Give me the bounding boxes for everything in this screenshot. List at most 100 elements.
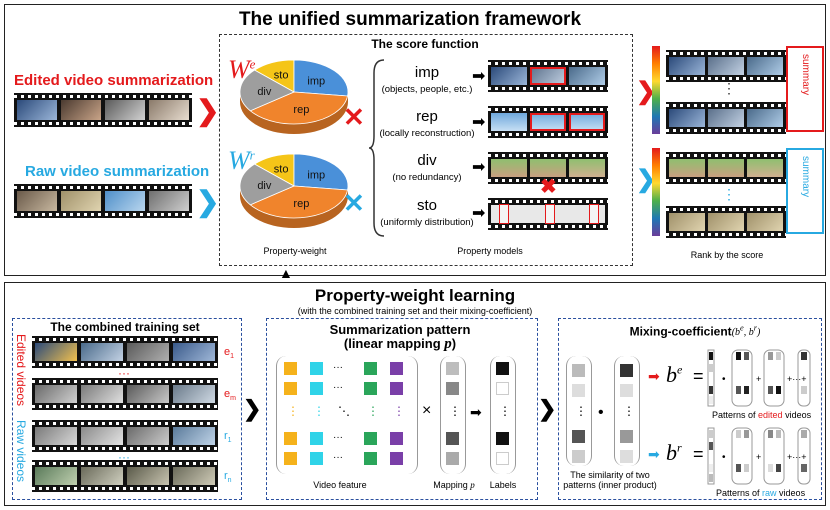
pie-label-div: div [257, 180, 272, 192]
mapping-vdots: ⋮ [449, 404, 461, 418]
feature-cell [364, 362, 377, 375]
similarity-cell [572, 450, 585, 463]
similarity-cell [620, 364, 633, 377]
edited-video-summarization-label: Edited video summarization [14, 72, 214, 89]
score-function-title: The score function [371, 37, 479, 51]
weight-raw-symbol: Wr [228, 146, 255, 175]
model-div-name: div [417, 152, 437, 169]
be-pattern-vectors: • + +···+ [707, 349, 811, 407]
ranked-edited-top-strip [666, 50, 786, 82]
feature-cell [364, 432, 377, 445]
multiply-red-icon: ✕ [343, 102, 365, 132]
arrow-rep-icon: ➡ [472, 114, 486, 131]
imp-film-strip [488, 60, 608, 92]
edited-videos-label: Edited videos [14, 334, 28, 407]
mapping-vector-bracket [440, 356, 466, 474]
pattern-title-line2: (linear mapping p) [343, 336, 457, 352]
label-cell [496, 432, 509, 445]
svg-text:•: • [722, 374, 726, 385]
mapping-cell [446, 452, 459, 465]
summary-raw-box [786, 148, 824, 234]
arrow-to-pattern-icon: ❯ [243, 396, 262, 421]
learning-title: Property-weight learning [314, 286, 516, 305]
mixing-title: Mixing-coefficient(be, br) [629, 324, 761, 339]
model-div-desc: (no redundancy) [392, 172, 462, 183]
training-set-title: The combined training set [50, 320, 200, 334]
patterns-raw-caption: Patterns of raw videos [716, 488, 806, 498]
pie-slice-imp [293, 153, 349, 191]
similarity-vdots: ⋮ [623, 404, 635, 418]
pie-slice-div [239, 69, 295, 112]
similarity-cell [620, 430, 633, 443]
feature-cell [284, 432, 297, 445]
labels-vector-bracket [490, 356, 516, 474]
feature-vdots: ⋮ [393, 404, 405, 418]
summary-edited-label: summary [800, 54, 811, 96]
model-sto-name: sto [416, 197, 437, 214]
model-sto-desc: (uniformly distribution) [380, 217, 474, 228]
feature-cell [284, 362, 297, 375]
arrow-to-labels-icon: ➡ [470, 404, 482, 420]
similarity-caption: The similarity of two patterns (inner pr… [563, 470, 657, 491]
times-symbol: × [422, 402, 432, 419]
train-em-strip [32, 378, 218, 410]
svg-text:•: • [722, 452, 726, 463]
row-label-em: em [224, 388, 236, 403]
feature-cell [390, 382, 403, 395]
feature-vdots: ⋮ [287, 404, 299, 418]
train-r1-strip [32, 420, 218, 452]
property-weight-caption: Property-weight [263, 246, 327, 256]
svg-text:+: + [756, 374, 761, 384]
pie-slice-rep [249, 91, 349, 125]
label-cell [496, 362, 509, 375]
feature-cell [390, 432, 403, 445]
pie-label-imp: imp [307, 75, 325, 87]
pie-slice-div [239, 163, 295, 206]
feature-cell [310, 432, 323, 445]
feature-hdots: ··· [333, 432, 343, 443]
framework-title: The unified summarization framework [238, 9, 582, 30]
labels-caption: Labels [489, 480, 517, 490]
top-panel [4, 4, 826, 276]
svg-text:+···+: +···+ [787, 452, 807, 462]
mapping-cell [446, 362, 459, 375]
train-rn-strip [32, 460, 218, 492]
similarity-cell [620, 450, 633, 463]
raw-videos-label: Raw videos [14, 420, 28, 483]
be-arrow-icon: ➡ [648, 368, 660, 384]
raw-input-film-strip [14, 184, 192, 218]
arrow-div-icon: ➡ [472, 159, 486, 176]
model-imp-desc: (objects, people, etc.) [381, 84, 473, 95]
pie-label-imp: imp [307, 169, 325, 181]
learning-subtitle: (with the combined training set and thei… [297, 306, 533, 316]
pie-label-sto: sto [274, 69, 289, 81]
feature-hdots: ··· [333, 452, 343, 463]
training-set-box [12, 318, 242, 500]
similarity-cell [572, 364, 585, 377]
model-rep-name: rep [416, 108, 438, 125]
label-cell [496, 382, 509, 395]
feature-cell [310, 362, 323, 375]
feature-cell [390, 362, 403, 375]
be-symbol: be [666, 362, 683, 387]
train-e1-strip [32, 336, 218, 368]
up-connector-icon: ▲ [279, 265, 293, 281]
feature-hdots: ··· [333, 382, 343, 393]
feature-vdots: ⋮ [367, 404, 379, 418]
arrow-imp-icon: ➡ [472, 68, 486, 85]
br-symbol: br [666, 440, 682, 465]
br-arrow-icon: ➡ [648, 446, 660, 462]
feature-ddots: ⋱ [338, 404, 350, 418]
raw-rank-dots: ⋮ [722, 186, 736, 202]
mapping-caption: Mapping p [433, 480, 475, 490]
row-label-e1: e1 [224, 346, 235, 361]
svg-text:+···+: +···+ [787, 374, 807, 384]
summary-edited-box [786, 46, 824, 132]
feature-cell [364, 382, 377, 395]
raw-chevron-icon: ❯ [196, 186, 220, 217]
similarity-vdots: ⋮ [575, 404, 587, 418]
pie-label-rep: rep [293, 104, 309, 116]
no-redundancy-cross-icon: ✖ [540, 176, 557, 198]
